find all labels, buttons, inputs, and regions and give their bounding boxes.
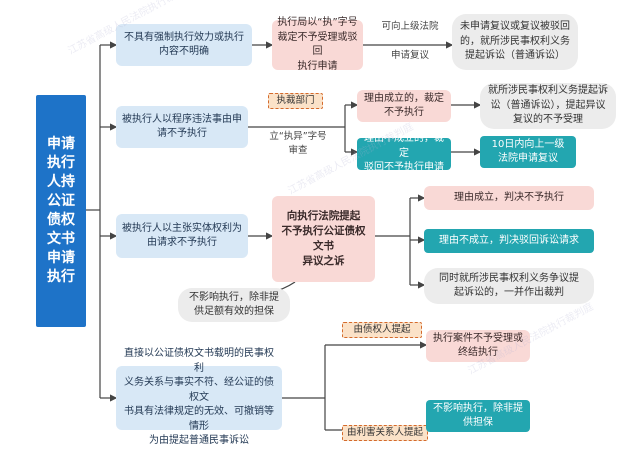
row4-result-interested-party: 不影响执行，除非提 供担保 (426, 400, 530, 432)
main-title: 申请 执行 人持 公证 债权 文书 申请 执行 (36, 95, 86, 327)
row1-ruling: 执行局以“执”字号 裁定不予受理或驳回 执行申请 (272, 17, 363, 72)
row2-review-note: 立“执异”字号 审查 (269, 131, 327, 157)
row4-result-creditor: 执行案件不予受理或 终结执行 (426, 330, 530, 362)
row2-not-established-result: 10日内向上一级 法院申请复议 (480, 136, 576, 168)
row1-result: 未申请复议或复议被驳回 的，就所涉民事权利义务 提起诉讼（普通诉讼） (452, 14, 578, 70)
row2-established-result: 就所涉民事权利义务提起诉 讼（普通诉讼），提起异议 复议的不予受理 (480, 83, 616, 129)
row3-result-joint: 同时就所涉民事权利义务争议提 起诉讼的，一并作出裁判 (424, 268, 594, 304)
branch-substantive-right: 被执行人以主张实体权利为 由请求不予执行 (116, 214, 248, 258)
row3-result-established: 理由成立，判决不予执行 (424, 186, 594, 210)
row2-not-established: 理由不成立的，裁定 驳回不予执行申请 (357, 133, 451, 173)
row2-established: 理由成立的，裁定 不予执行 (357, 90, 451, 122)
row3-objection-suit: 向执行法院提起 不予执行公证债权文书 异议之诉 (272, 196, 375, 282)
branch-procedural-violation: 被执行人以程序违法事由申 请不予执行 (116, 106, 248, 148)
row2-tag-dept: 执裁部门 (268, 93, 323, 109)
branch-no-enforcement-effect: 不具有强制执行效力或执行 内容不明确 (116, 24, 252, 66)
row4-tag-interested-party: 由利害关系人提起 (342, 425, 428, 441)
row1-review-note: 可向上级法院 申请复议 (381, 21, 439, 61)
row3-enforcement-note: 不影响执行，除非提 供足额有效的担保 (178, 288, 290, 322)
row4-tag-creditor: 由债权人提起 (342, 322, 422, 338)
row3-result-not-established: 理由不成立，判决驳回诉讼请求 (424, 229, 594, 253)
branch-civil-lawsuit: 直接以公证债权文书载明的民事权利 义务关系与事实不符、经公证的债权文 书具有法律… (116, 348, 282, 446)
